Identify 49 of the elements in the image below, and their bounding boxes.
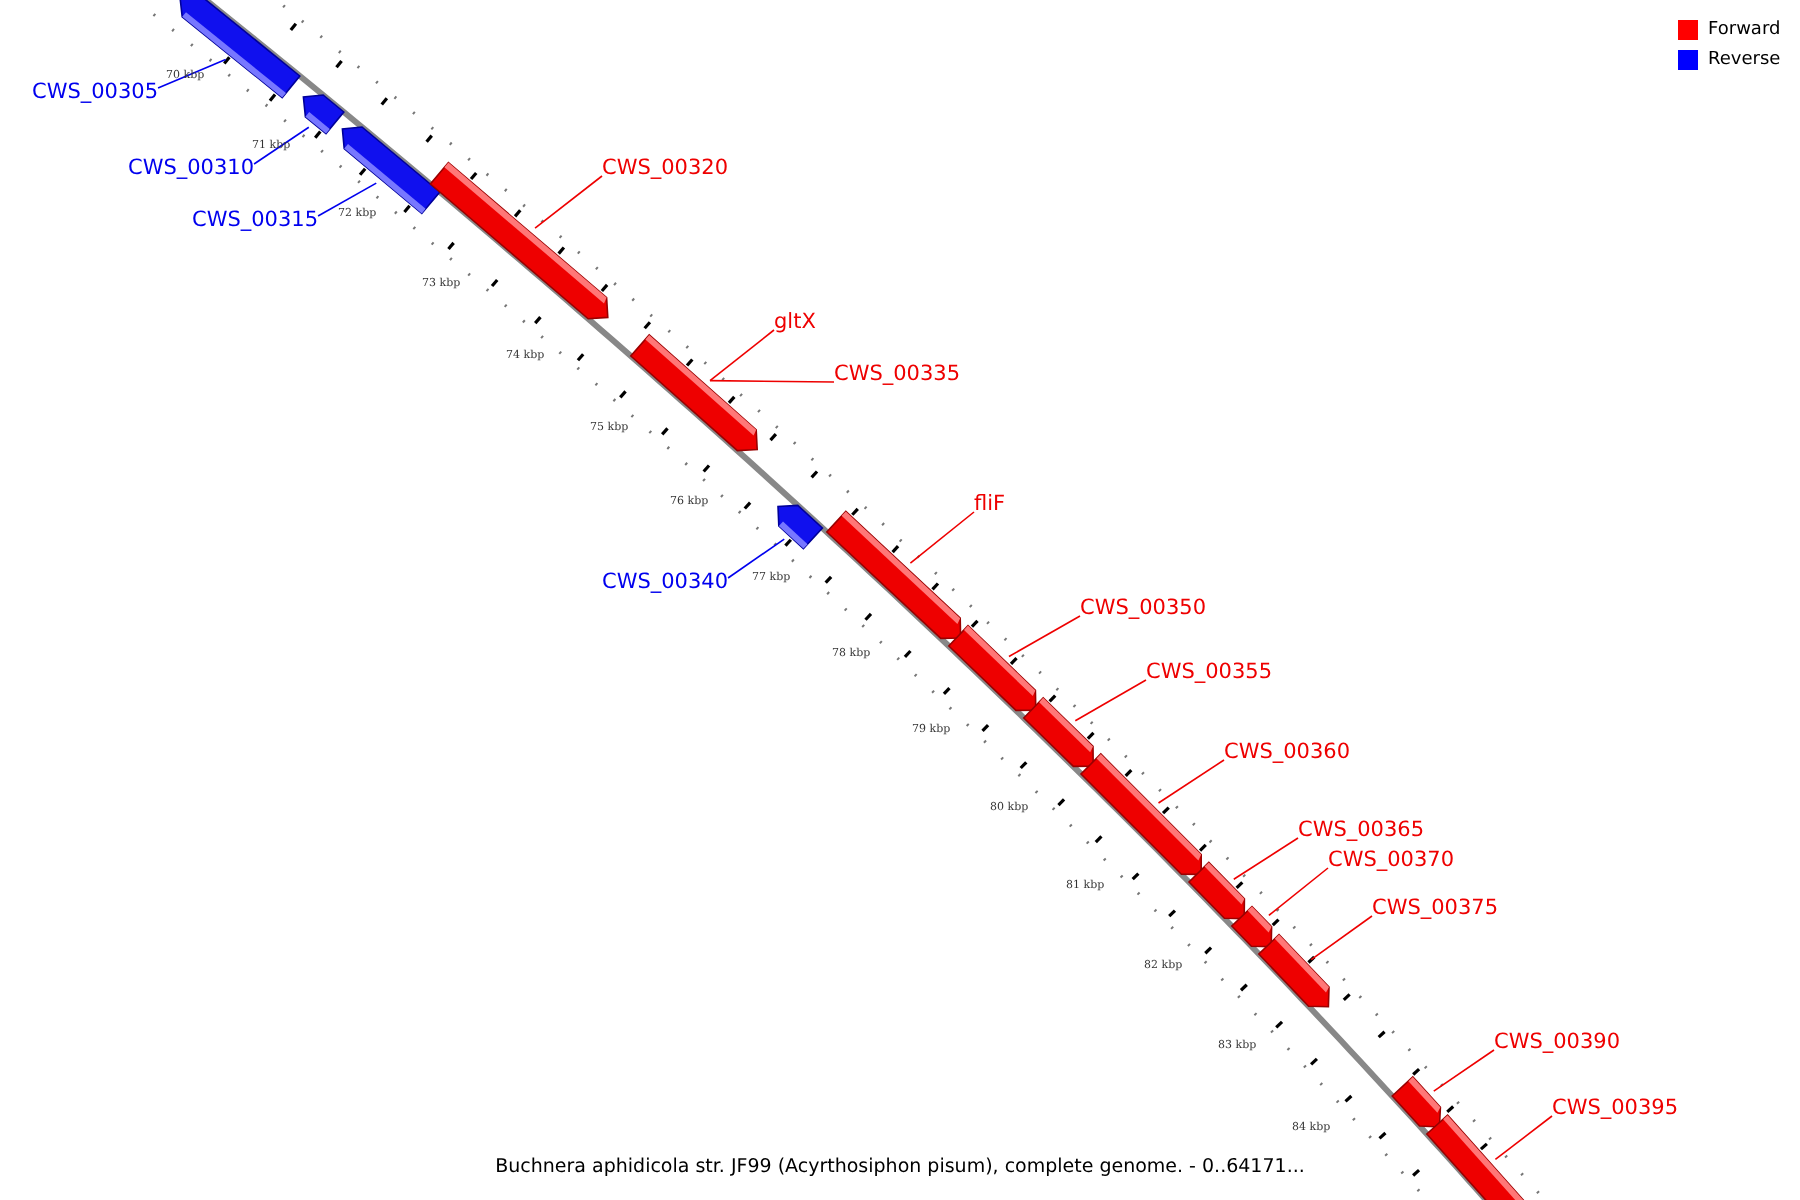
leader-line bbox=[253, 126, 310, 165]
leader-line bbox=[1494, 1115, 1553, 1161]
gene-bar bbox=[1391, 1075, 1442, 1128]
legend-label: Forward bbox=[1708, 20, 1781, 40]
gene-label: CWS_00365 bbox=[1298, 818, 1425, 842]
gene-label: CWS_00360 bbox=[1224, 740, 1351, 764]
gene-label: CWS_00370 bbox=[1328, 848, 1455, 872]
gene-bar bbox=[1257, 933, 1330, 1008]
gene-label: CWS_00355 bbox=[1146, 660, 1273, 684]
legend-label: Reverse bbox=[1708, 50, 1781, 70]
gene-bar bbox=[629, 333, 759, 452]
leader-line bbox=[909, 511, 975, 564]
leader-line bbox=[1074, 679, 1147, 722]
gene-label: CWS_00320 bbox=[602, 156, 729, 180]
gene-label: CWS_00395 bbox=[1552, 1096, 1679, 1120]
caption: Buchnera aphidicola str. JF99 (Acyrthosiphon pisum), complete genome. - 0..64171... bbox=[495, 1156, 1305, 1178]
leader-line bbox=[1008, 615, 1081, 658]
leader-line bbox=[727, 538, 785, 579]
gene-bar bbox=[302, 94, 345, 135]
gene-bar bbox=[1079, 752, 1202, 876]
gene-label: CWS_00310 bbox=[128, 156, 255, 180]
gene-label: fliF bbox=[974, 492, 1006, 516]
gene-bar bbox=[1230, 905, 1273, 948]
gene-label: CWS_00305 bbox=[32, 80, 159, 104]
gene-label: CWS_00340 bbox=[602, 570, 729, 594]
leader-line bbox=[1233, 837, 1299, 881]
gene-label: gltX bbox=[774, 310, 816, 334]
gene-bar bbox=[179, 0, 301, 99]
gene-label: CWS_00315 bbox=[192, 208, 319, 232]
gene-label: CWS_00390 bbox=[1494, 1030, 1621, 1054]
gene-bar bbox=[1022, 696, 1094, 768]
gene-bar bbox=[947, 624, 1037, 712]
leader-line bbox=[317, 182, 378, 217]
leader-line bbox=[534, 175, 603, 229]
leader-line bbox=[709, 379, 835, 383]
gene-label: CWS_00350 bbox=[1080, 596, 1207, 620]
gene-bar bbox=[1187, 861, 1246, 920]
gene-bar bbox=[825, 510, 962, 640]
gene-label: CWS_00335 bbox=[834, 362, 961, 386]
gene-bar bbox=[1425, 1114, 1529, 1200]
gene-bar bbox=[777, 504, 824, 550]
leader-line bbox=[1310, 915, 1373, 961]
leader-line bbox=[1157, 759, 1225, 804]
gene-label: CWS_00375 bbox=[1372, 896, 1499, 920]
leader-line bbox=[157, 58, 227, 89]
leader-line bbox=[1268, 867, 1329, 917]
gene-bar bbox=[341, 126, 441, 215]
leader-line bbox=[709, 329, 775, 382]
leader-line bbox=[1433, 1049, 1495, 1092]
